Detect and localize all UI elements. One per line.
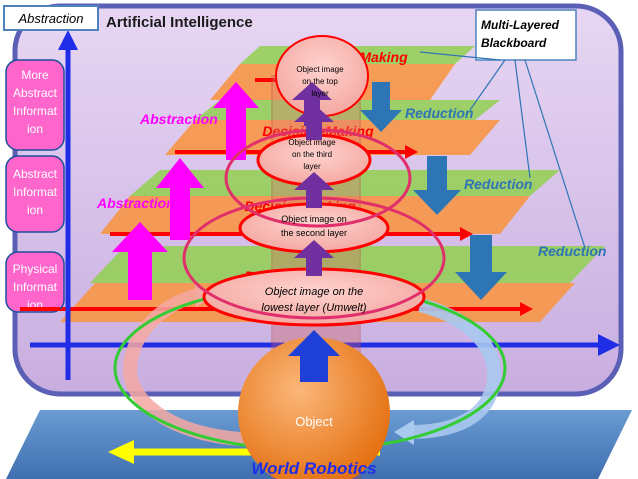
blackboard-line-1: Multi-Layered (481, 18, 560, 32)
object-image-lowest-line-1: Object image on the (265, 286, 363, 298)
blackboard-pointer-lines (419, 51, 586, 249)
object-image-second-line-1: Object image on (281, 214, 347, 224)
abstract-box (5, 155, 65, 233)
more-abstract-line-1: More (21, 68, 49, 82)
abstract-line-1: Abstract (13, 167, 58, 181)
physical-line-2: Informat (13, 280, 58, 294)
object-circle (238, 337, 390, 479)
object-image-second-line-2: the second layer (281, 228, 347, 238)
abstraction-label-1: Abstraction (139, 111, 218, 127)
bottom-label: World Robotics (251, 459, 376, 478)
object-label: Object (295, 414, 333, 429)
more-abstract-line-3: Informat (13, 104, 58, 118)
yellow-arrowhead (108, 440, 134, 464)
object-image-top (275, 35, 369, 117)
object-image-top-line-1: Object image (296, 65, 344, 74)
horizontal-axis-arrowhead (598, 334, 620, 356)
blackboard-box (475, 9, 577, 61)
loop-arrow-left (122, 288, 266, 447)
more-abstract-line-2: Abstract (13, 86, 58, 100)
reduction-arrows (360, 82, 507, 300)
object-image-third-line-2: on the third (292, 150, 332, 159)
reduction-label-3: Reduction (538, 243, 606, 259)
abstraction-arrows (112, 82, 259, 300)
abstraction-tag-text: Abstraction (17, 11, 83, 26)
abstraction-tag-box (3, 5, 99, 31)
physical-line-1: Physical (13, 262, 58, 276)
blackboard-line-2: Blackboard (481, 36, 547, 50)
object-image-third-line-1: Object image (288, 138, 336, 147)
reduction-label-1: Reduction (405, 105, 473, 121)
object-up-arrow (288, 330, 340, 382)
abstraction-label-2: Abstraction (96, 195, 175, 211)
reduction-label-2: Reduction (464, 176, 532, 192)
object-image-lowest-line-2: lowest layer (Umwelt) (261, 302, 366, 314)
physical-box (5, 251, 65, 313)
purple-up-arrows (292, 82, 334, 276)
more-abstract-box (5, 59, 65, 151)
vertical-axis-arrowhead (58, 30, 78, 50)
object-image-top-line-3: layer (311, 89, 329, 98)
abstract-line-2: Informat (13, 185, 58, 199)
object-image-top-line-2: on the top (302, 77, 338, 86)
abstract-line-3: ion (27, 203, 43, 217)
object-image-third-line-3: layer (303, 162, 321, 171)
diagram-title: Artificial Intelligence (106, 14, 253, 31)
more-abstract-line-4: ion (27, 122, 43, 136)
